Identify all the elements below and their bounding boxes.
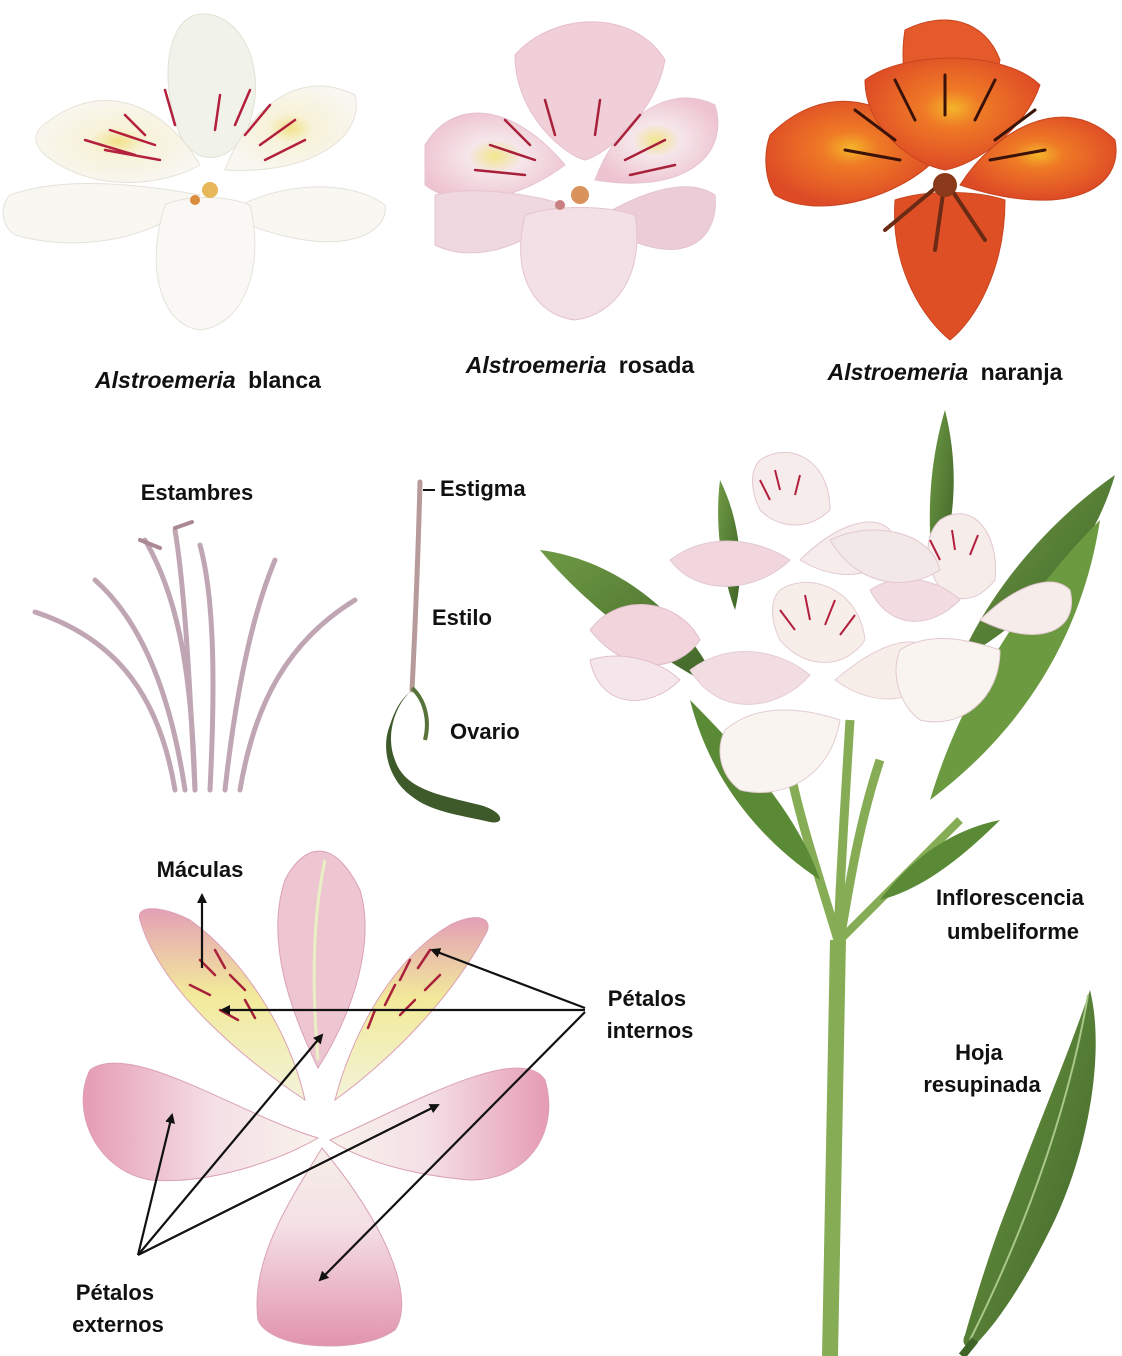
label-outer-petals: Pétalos externos bbox=[72, 1280, 164, 1337]
label-inflorescence-line1: Inflorescencia bbox=[936, 885, 1085, 910]
stamens-photo bbox=[35, 530, 355, 790]
pink-flower-photo bbox=[425, 22, 718, 320]
label-outer-petals-line1: Pétalos bbox=[76, 1280, 154, 1305]
pistil-photo bbox=[386, 482, 500, 822]
label-style: Estilo bbox=[432, 605, 492, 630]
label-ovary: Ovario bbox=[450, 719, 520, 744]
label-maculas: Máculas bbox=[157, 857, 244, 882]
label-stamens: Estambres bbox=[141, 480, 254, 505]
label-outer-petals-line2: externos bbox=[72, 1312, 164, 1337]
orange-flower-photo bbox=[766, 20, 1116, 340]
label-leaf-line2: resupinada bbox=[923, 1072, 1041, 1097]
caption-orange-color: naranja bbox=[981, 359, 1063, 385]
caption-white-genus: Alstroemeria bbox=[94, 367, 236, 393]
caption-pink-genus: Alstroemeria bbox=[465, 352, 607, 378]
label-stigma: Estigma bbox=[440, 476, 526, 501]
label-inner-petals: Pétalos internos bbox=[607, 986, 694, 1043]
caption-white-color: blanca bbox=[248, 367, 321, 393]
stamens-anthers bbox=[140, 522, 192, 548]
caption-white: Alstroemeria blanca bbox=[94, 367, 321, 393]
label-inflorescence-line2: umbeliforme bbox=[947, 919, 1079, 944]
label-leaf: Hoja resupinada bbox=[923, 1040, 1041, 1097]
label-inner-petals-line1: Pétalos bbox=[608, 986, 686, 1011]
label-inflorescence: Inflorescencia umbeliforme bbox=[936, 885, 1090, 944]
label-inner-petals-line2: internos bbox=[607, 1018, 694, 1043]
label-leaf-line1: Hoja bbox=[955, 1040, 1003, 1065]
caption-orange: Alstroemeria naranja bbox=[827, 359, 1063, 385]
caption-orange-genus: Alstroemeria bbox=[827, 359, 969, 385]
caption-pink-color: rosada bbox=[619, 352, 695, 378]
caption-pink: Alstroemeria rosada bbox=[465, 352, 695, 378]
white-flower-photo bbox=[3, 14, 385, 330]
dissected-petals-photo bbox=[83, 851, 549, 1346]
